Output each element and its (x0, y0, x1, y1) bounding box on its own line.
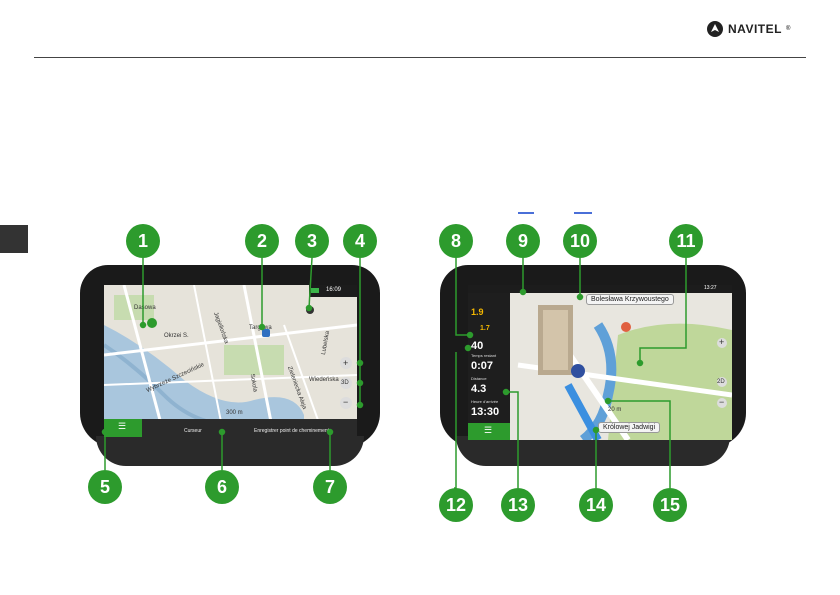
right-device-base (456, 436, 730, 466)
menu-button[interactable]: ☰ (118, 421, 127, 431)
current-speed: 40 (471, 340, 484, 352)
zoom-in-button[interactable]: + (343, 358, 349, 368)
next-turn-distance: 1.9 (471, 307, 484, 317)
street-label: Targowa (249, 325, 272, 331)
callout-badge: 7 (313, 470, 347, 504)
callout-badge: 9 (506, 224, 540, 258)
right-map-screen[interactable]: 1.9 1.7 40 Temps restant 0:07 Distance 4… (468, 285, 732, 440)
brand-registered: ® (785, 26, 791, 32)
callout-badge: 3 (295, 224, 329, 258)
street-label: Dasowa (134, 305, 156, 311)
callout-badge: 14 (579, 488, 613, 522)
time-left: 0:07 (471, 360, 494, 372)
view-mode-button[interactable]: 3D (341, 380, 349, 386)
left-map (104, 285, 357, 437)
callout-badge: 8 (439, 224, 473, 258)
arrival-label: Heure d'arrivée (471, 399, 499, 404)
next-street-label: Królowej Jadwigi (598, 422, 661, 433)
brand-name: NAVITEL (728, 22, 782, 36)
right-3d-map (468, 285, 732, 440)
blue-mark (574, 212, 592, 214)
view-mode-button[interactable]: 2D (717, 379, 725, 385)
callout-badge: 13 (501, 488, 535, 522)
callout-badge: 15 (653, 488, 687, 522)
navitel-emblem-icon (707, 21, 723, 37)
zoom-out-button[interactable]: − (719, 397, 725, 407)
blue-mark (518, 212, 534, 214)
callout-badge: 10 (563, 224, 597, 258)
left-device-base (96, 436, 364, 466)
callout-badge: 1 (126, 224, 160, 258)
status-time: 13:27 (704, 285, 717, 291)
scale-label: 300 m (226, 410, 243, 416)
zoom-in-button[interactable]: + (719, 337, 725, 347)
menu-button[interactable]: ☰ (484, 425, 493, 435)
second-turn-distance: 1.7 (480, 325, 490, 332)
callout-badge: 6 (205, 470, 239, 504)
street-label: Wiedeńska (309, 377, 339, 383)
zoom-out-button[interactable]: − (343, 397, 349, 407)
cursor-button[interactable]: Curseur (184, 428, 202, 434)
distance-label: Distance (471, 376, 487, 381)
header-rule (34, 57, 806, 58)
callout-badge: 5 (88, 470, 122, 504)
current-street-label: Bolesława Krzywoustego (586, 294, 674, 305)
callout-badge: 2 (245, 224, 279, 258)
street-label: Okrzei S. (164, 333, 189, 339)
callout-badge: 4 (343, 224, 377, 258)
arrival-time: 13:30 (471, 406, 500, 418)
time-left-label: Temps restant (471, 353, 497, 358)
save-waypoint-button[interactable]: Enregistrer point de cheminement (254, 428, 330, 434)
callout-badge: 11 (669, 224, 703, 258)
callout-badge: 12 (439, 488, 473, 522)
scale-label: 20 m (608, 407, 622, 413)
section-tab (0, 225, 28, 253)
status-time: 16:09 (326, 287, 342, 293)
remaining-distance: 4.3 (471, 383, 487, 395)
navitel-logo: NAVITEL ® (706, 20, 790, 38)
left-map-screen[interactable]: Dasowa Okrzei S. Jagiellońska Wybrzeże S… (104, 285, 357, 437)
